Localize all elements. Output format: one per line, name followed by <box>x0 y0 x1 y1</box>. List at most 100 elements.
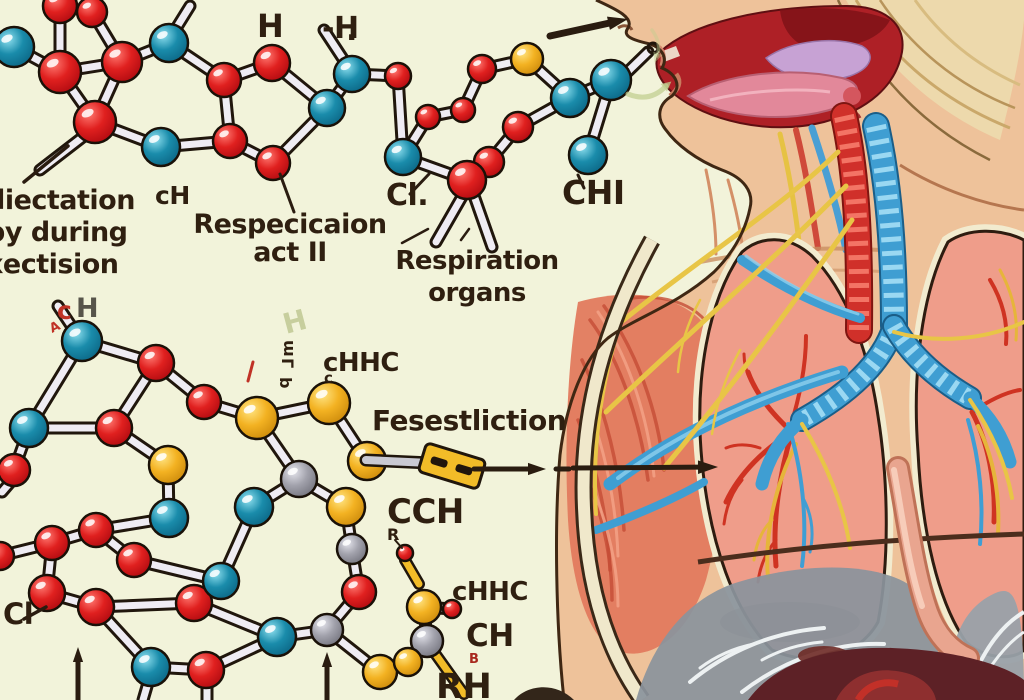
garbled-label: H <box>257 7 283 45</box>
red-atom <box>466 53 498 85</box>
uvula <box>843 87 861 105</box>
garbled-label: R <box>387 525 399 544</box>
garbled-label: by during <box>0 217 128 248</box>
garbled-label: B <box>469 652 478 667</box>
yellow-dashed-connector <box>359 442 487 490</box>
pointer-lines <box>22 144 586 621</box>
garbled-label: . <box>346 13 357 48</box>
red-atom <box>136 343 176 383</box>
garbled-label: Respiration <box>395 246 558 276</box>
garbled-label: RH <box>436 667 491 700</box>
red-atom <box>0 452 32 488</box>
red-atom <box>41 0 79 25</box>
gray-atom <box>279 459 319 499</box>
throat-shadow <box>780 8 890 49</box>
oral-cavity-cutaway <box>617 4 904 129</box>
red-atom <box>254 144 292 182</box>
red-atom <box>340 573 378 611</box>
garbled-label: CH <box>466 618 514 654</box>
cutaway-border <box>574 235 660 700</box>
yellow-atom <box>147 444 189 486</box>
garbled-label: Fesestliction <box>372 404 566 437</box>
teal-atom <box>148 22 190 64</box>
red-atom <box>0 540 16 572</box>
teal-atom <box>130 646 172 688</box>
red-atom <box>185 383 223 421</box>
garbled-label: H <box>76 293 98 324</box>
teal-atom <box>140 126 182 168</box>
red-atom <box>252 43 292 83</box>
red-atom <box>446 159 488 201</box>
tongue-highlight <box>709 88 831 102</box>
red-atom <box>449 96 477 124</box>
garbled-label: Cl <box>3 597 33 631</box>
nostril <box>617 24 634 31</box>
yellow-atom <box>325 486 367 528</box>
red-atom <box>100 40 144 84</box>
teal-atom <box>567 134 609 176</box>
teal-atom <box>233 486 275 528</box>
faded-green-arrow <box>650 28 661 58</box>
garbled-label: CCH <box>387 492 464 532</box>
teal-atom <box>549 77 591 119</box>
garbled-label: -H <box>322 11 359 46</box>
yellow-atom <box>509 41 545 77</box>
teal-atom <box>201 561 241 601</box>
bottom-center-organ-arc <box>514 687 574 700</box>
yellow-atom <box>361 653 399 691</box>
teal-atom <box>148 497 190 539</box>
yellow-atom <box>234 395 280 441</box>
garbled-label: ɯ <box>280 340 299 356</box>
red-atom <box>186 650 226 690</box>
yellow-atom <box>405 588 443 626</box>
teal-atom <box>332 54 372 94</box>
garbled-label: Cl. <box>386 178 428 213</box>
garbled-label: cH <box>155 181 190 210</box>
trachea-tube <box>755 112 1017 491</box>
red-atom <box>37 49 83 95</box>
teal-atom <box>383 137 423 177</box>
garbled-label: c <box>57 296 71 325</box>
teal-atom <box>60 319 104 363</box>
red-atom <box>414 103 442 131</box>
garbled-label: xectision <box>0 249 119 280</box>
red-atom <box>77 511 115 549</box>
red-atom <box>383 61 413 91</box>
nerve-lines <box>593 149 1024 550</box>
red-atom <box>76 587 116 627</box>
gray-atom <box>309 612 345 648</box>
red-atom <box>395 543 415 563</box>
red-atom <box>94 408 134 448</box>
teal-atom <box>256 616 298 658</box>
lower-esophagus <box>886 456 980 670</box>
red-atom <box>115 541 153 579</box>
faded-green-arrow <box>625 83 669 100</box>
garbled-label: Γ <box>278 358 297 368</box>
garbled-label: diectation <box>0 185 135 216</box>
garbled-label: cHHC <box>452 577 528 607</box>
garbled-label: c <box>324 369 332 387</box>
red-atom <box>205 61 243 99</box>
garbled-label: organs <box>428 278 526 308</box>
teal-atom <box>307 88 347 128</box>
garbled-label: Respecicaion <box>193 209 386 240</box>
yellow-atom <box>392 646 424 678</box>
garbled-label: act II <box>253 237 327 268</box>
red-atom <box>75 0 109 29</box>
garbled-label: cHHC <box>323 348 399 378</box>
garbled-label: CHI <box>562 173 625 212</box>
liver-organ <box>748 646 1024 700</box>
arrows <box>72 16 718 700</box>
teal-atom <box>0 25 36 69</box>
teal-atom <box>589 58 633 102</box>
yellow-atom <box>306 380 352 426</box>
striped-connector <box>417 442 487 490</box>
red-atom <box>211 122 249 160</box>
red-atom <box>33 524 71 562</box>
molecule-atoms <box>0 0 633 691</box>
teal-atom <box>8 407 50 449</box>
garbled-label: b <box>276 377 295 388</box>
